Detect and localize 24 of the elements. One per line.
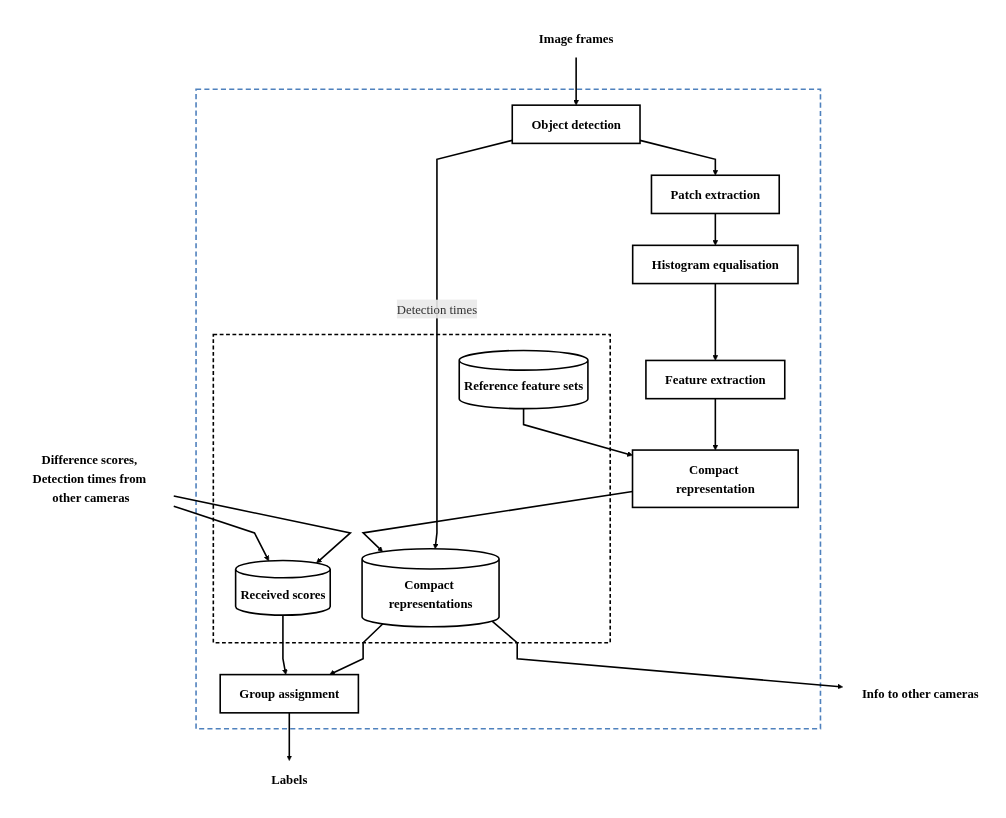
arrow [491,620,843,690]
arrow [712,212,719,246]
node-box: Patch extraction [650,174,780,215]
node-text: Info to other cameras [861,686,979,701]
arrow [286,712,293,761]
node-box: Object detection [511,104,641,145]
arrow [172,505,270,562]
arrow [522,407,633,457]
node-box: Compact representation [631,449,799,509]
node-text: Labels [271,772,308,787]
arrow [712,282,719,361]
cluster [195,88,822,730]
arrow [172,495,353,564]
arrow [573,56,579,106]
arrow [329,623,384,675]
cluster [212,333,611,644]
edge-label: Detection times [396,302,478,317]
node-text: Image frames [538,31,614,46]
node-box: Group assignment [219,673,360,714]
node-text: Difference scores, Detection times from other cameras [32,452,147,505]
arrow [712,397,719,451]
arrow [282,614,288,675]
node-box: Histogram equalisation [631,244,799,285]
node-box: Feature extraction [645,359,786,400]
